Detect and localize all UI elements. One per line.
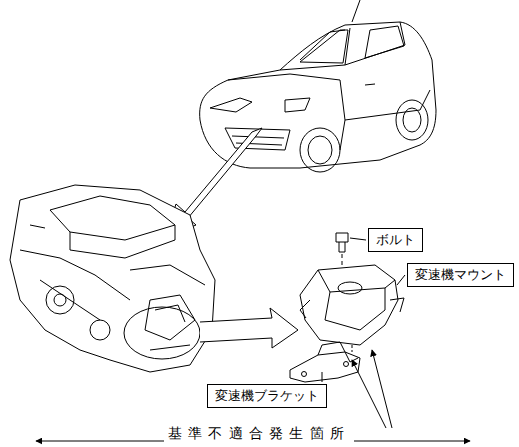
leader-line [397,275,405,285]
part-name: ボルト [376,232,415,248]
zoom-circle [124,307,200,359]
leader-line [350,238,366,240]
engine [10,185,215,372]
callout-box: 変速機マウント [407,263,514,287]
leader-line [322,372,323,382]
pointer-arrow [352,360,386,428]
transmission-mount [300,265,404,352]
part-name: 変速機ブラケット [215,388,319,404]
part-name: 変速機マウント [415,267,506,283]
pointer-arrow [372,350,392,428]
transmission-bracket [290,342,360,382]
car [200,0,436,172]
callout-box: 変速機ブラケット [207,384,327,408]
pointer-arrow [200,308,298,348]
location-note: 基準不適合発生箇所 [164,424,355,442]
callout-box: ボルト [368,228,423,252]
